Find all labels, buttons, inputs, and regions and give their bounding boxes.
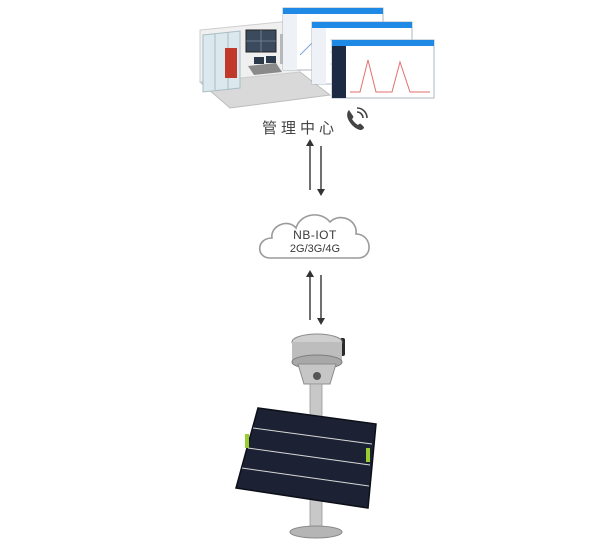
solar-panel	[235, 407, 377, 509]
management-center-label: 管理中心	[262, 119, 339, 137]
phone-waves-icon	[347, 107, 368, 130]
network-label-nbiot: NB-IOT	[293, 228, 337, 242]
arrows-top	[306, 139, 325, 196]
control-room-illustration	[198, 19, 332, 109]
software-screens	[282, 7, 435, 99]
network-label-cellular: 2G/3G/4G	[289, 243, 341, 255]
cloud-icon	[258, 214, 370, 259]
arrows-bottom	[306, 270, 325, 325]
screen-front	[331, 39, 435, 99]
